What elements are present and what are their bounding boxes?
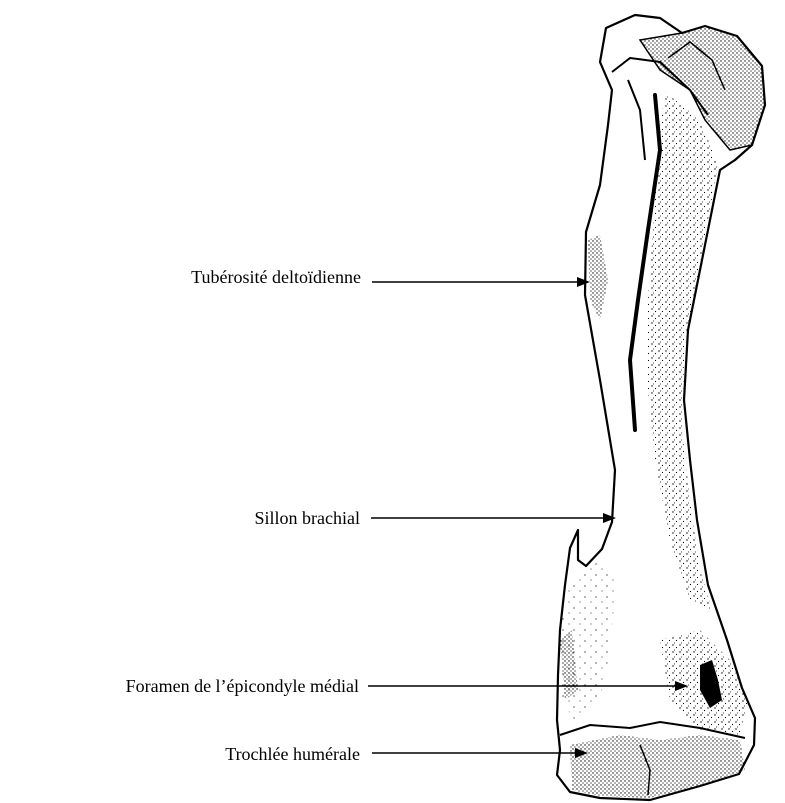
leader-line-4 <box>372 748 588 758</box>
label-foramen-epicondyle-medial: Foramen de l’épicondyle médial <box>126 677 359 695</box>
label-sillon-brachial: Sillon brachial <box>255 509 360 527</box>
leader-line-2 <box>371 513 616 523</box>
leader-line-1 <box>372 277 590 287</box>
label-trochlee-humerale: Trochlée humérale <box>225 745 360 763</box>
trochlea-shading <box>570 735 745 798</box>
label-tuberosite-deltoidienne: Tubérosité deltoïdienne <box>191 268 361 286</box>
